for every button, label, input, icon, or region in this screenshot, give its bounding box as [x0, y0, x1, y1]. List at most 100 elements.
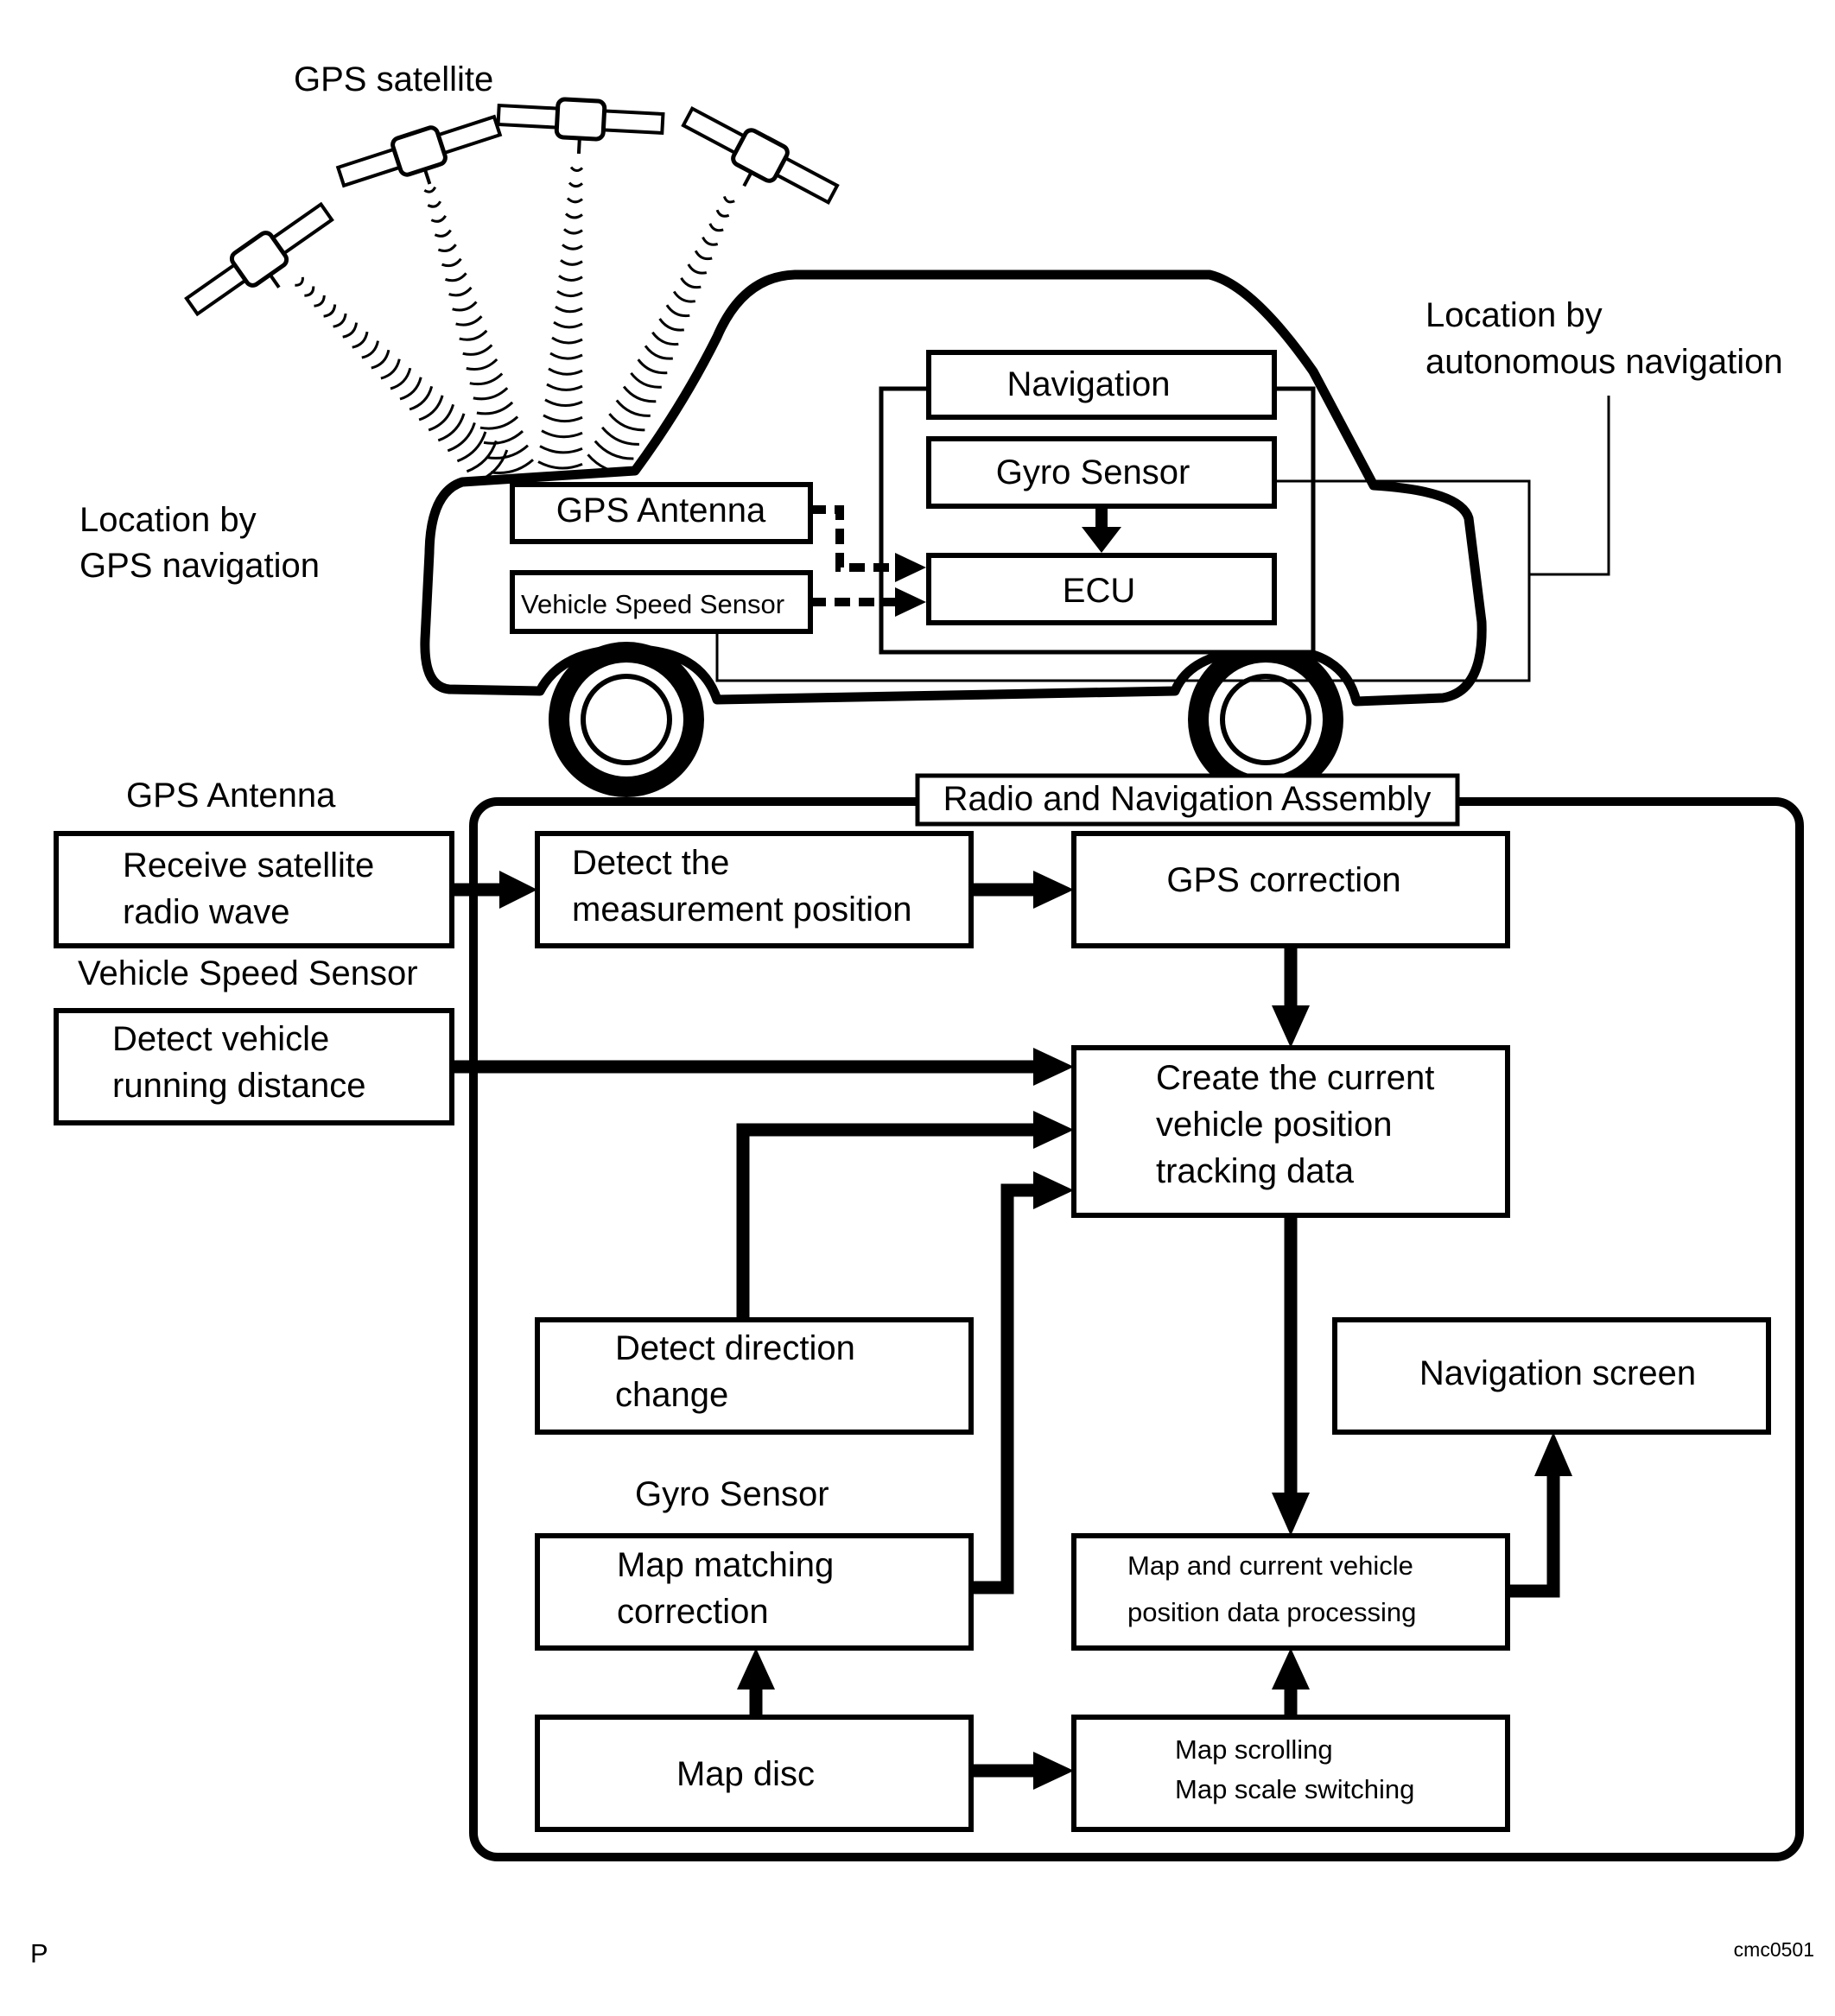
- car-navigation-box: Navigation: [926, 350, 1277, 420]
- radio-wave-arc: [555, 305, 583, 314]
- map-disc-to-map-scrolling-arrow: [971, 1752, 1074, 1790]
- satellite-icon: [681, 105, 840, 206]
- navigation-screen-text: Navigation screen: [1419, 1354, 1696, 1392]
- radio-wave-arc: [708, 223, 724, 232]
- map-data-processing-line1: Map and current vehicle: [1127, 1550, 1413, 1581]
- radio-wave-arc: [715, 209, 730, 218]
- receive-satellite-wave-line1: Receive satellite: [123, 846, 374, 884]
- map-disc-box: Map disc: [535, 1715, 974, 1832]
- radio-wave-arc: [608, 413, 645, 432]
- map-disc-text: Map disc: [676, 1755, 815, 1793]
- radio-wave-arc: [541, 429, 583, 439]
- radio-wave-arc: [562, 244, 583, 250]
- radio-wave-arc: [473, 387, 509, 401]
- autonomous-bracket-line: [715, 479, 1531, 682]
- radio-wave-arc: [537, 460, 583, 470]
- detect-measurement-to-gps-correction-arrow: [971, 871, 1074, 909]
- radio-wave-arc: [483, 429, 524, 445]
- car-ecu-box: ECU: [926, 553, 1277, 625]
- radio-wave-arc: [423, 186, 437, 193]
- car-vehicle-speed-sensor-box: Vehicle Speed Sensor: [510, 570, 813, 634]
- radio-wave-arc: [594, 440, 634, 460]
- radio-wave-arc: [563, 228, 583, 235]
- direction-to-tracking-arrow: [736, 1111, 1074, 1320]
- radio-wave-arc: [409, 385, 434, 411]
- radio-wave-arc: [304, 286, 315, 297]
- map-scrolling-to-map-processing-arrow: [1272, 1648, 1310, 1717]
- detect-direction-change-box: Detect direction change: [535, 1317, 974, 1435]
- speed-sensor-to-ecu-dashed-arrow: [810, 587, 926, 617]
- map-matching-to-tracking-arrow: [971, 1171, 1074, 1594]
- radio-wave-arc: [486, 444, 530, 460]
- radio-wave-arc: [447, 422, 476, 453]
- radio-wave-arc: [665, 304, 690, 318]
- radio-wave-arc: [361, 340, 379, 359]
- map-matching-correction-line2: correction: [617, 1593, 769, 1631]
- radio-wave-arc: [543, 414, 583, 423]
- radio-wave-arc: [418, 395, 444, 422]
- satellite-icon: [184, 201, 334, 317]
- radio-wave-arc: [600, 426, 639, 446]
- autonomous-navigation-label-line1: Location by: [1425, 296, 1603, 334]
- radio-wave-arc: [566, 197, 583, 204]
- radio-wave-arc: [427, 200, 442, 208]
- radio-wave-arc: [560, 259, 583, 266]
- radio-wave-arc: [546, 383, 583, 391]
- radio-wave-arc: [722, 195, 735, 204]
- car-vehicle-speed-sensor-text: Vehicle Speed Sensor: [521, 589, 784, 619]
- radio-wave-arc: [556, 289, 583, 298]
- detect-running-distance-line2: running distance: [112, 1067, 366, 1105]
- radio-wave-signals: [295, 166, 735, 484]
- vehicle-body: [420, 269, 1487, 707]
- radio-wave-arc: [462, 344, 493, 356]
- radio-wave-arc: [680, 276, 702, 289]
- detect-running-distance-line1: Detect vehicle: [112, 1020, 329, 1058]
- radio-wave-arc: [672, 290, 696, 303]
- radio-wave-arc: [434, 229, 452, 238]
- car-gps-antenna-box: GPS Antenna: [510, 482, 813, 544]
- radio-wave-arc: [333, 313, 347, 328]
- radio-wave-arc: [399, 377, 422, 401]
- radio-wave-arc: [548, 367, 583, 376]
- radio-wave-arc: [437, 413, 466, 442]
- radio-wave-arc: [428, 403, 455, 432]
- map-scrolling-line2: Map scale switching: [1175, 1774, 1414, 1804]
- navigation-screen-box: Navigation screen: [1332, 1317, 1771, 1435]
- map-matching-correction-line1: Map matching: [617, 1546, 834, 1584]
- radio-wave-arc: [568, 181, 583, 188]
- detect-measurement-position-line2: measurement position: [572, 891, 912, 929]
- map-data-processing-box: Map and current vehicle position data pr…: [1071, 1533, 1510, 1651]
- distance-to-tracking-arrow: [452, 1048, 1074, 1086]
- radio-wave-arc: [448, 286, 473, 297]
- gps-correction-to-tracking-arrow: [1272, 946, 1310, 1048]
- radio-wave-arc: [549, 352, 583, 360]
- gps-satellite-label: GPS satellite: [294, 60, 493, 98]
- radio-wave-arc: [490, 459, 534, 474]
- radio-wave-arc: [558, 275, 583, 282]
- radio-wave-arc: [380, 358, 401, 380]
- create-tracking-data-line1: Create the current: [1156, 1059, 1434, 1097]
- autonomous-navigation-label-line2: autonomous navigation: [1425, 343, 1783, 381]
- map-scrolling-line1: Map scrolling: [1175, 1734, 1333, 1765]
- map-disc-to-map-matching-arrow: [737, 1648, 775, 1717]
- radio-wave-arc: [479, 415, 519, 430]
- radio-wave-arc: [476, 401, 514, 415]
- radio-wave-arc: [466, 440, 498, 473]
- gps-correction-text: GPS correction: [1166, 861, 1400, 899]
- footer-right-code: cmc0501: [1734, 1938, 1814, 1961]
- assembly-title-box: Radio and Navigation Assembly: [915, 773, 1460, 827]
- footer-left-code: P: [30, 1938, 48, 1968]
- radio-wave-arc: [551, 336, 583, 345]
- receive-to-detect-measurement-arrow: [452, 871, 537, 909]
- radio-wave-arc: [544, 398, 583, 407]
- car-navigation-text: Navigation: [1006, 365, 1170, 403]
- radio-wave-arc: [390, 367, 412, 390]
- tracking-to-map-processing-arrow: [1272, 1215, 1310, 1536]
- radio-wave-arc: [630, 371, 662, 389]
- map-processing-to-navigation-screen-arrow: [1508, 1432, 1572, 1598]
- radio-wave-arc: [456, 431, 487, 463]
- radio-wave-arc: [564, 212, 583, 219]
- radio-wave-arc: [553, 320, 583, 329]
- radio-wave-arc: [637, 358, 668, 375]
- radio-wave-arc: [314, 295, 326, 307]
